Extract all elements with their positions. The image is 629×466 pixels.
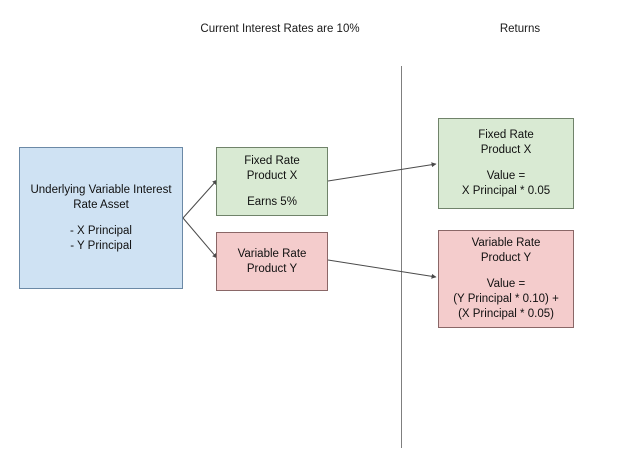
node-fixed-rate-product-x-return[interactable]: Fixed Rate Product X Value = X Principal…	[438, 118, 574, 209]
node-fixed-return-formula: X Principal * 0.05	[461, 185, 551, 197]
node-fixed-mid-earns: Earns 5%	[247, 195, 297, 208]
edge-underlying-to-variable	[182, 217, 218, 259]
node-variable-return-line-1: Variable Rate	[471, 237, 541, 249]
header-left-label: Current Interest Rates are 10%	[200, 23, 360, 35]
node-variable-mid-line-2: Product Y	[246, 262, 298, 275]
vertical-divider	[401, 66, 402, 448]
node-variable-rate-product-y-return[interactable]: Variable Rate Product Y Value = (Y Princ…	[438, 230, 574, 328]
node-underlying-variable-interest-rate-asset[interactable]: Underlying Variable Interest Rate Asset …	[19, 147, 183, 289]
node-underlying-y-principal: - Y Principal	[70, 239, 132, 252]
node-variable-rate-product-y[interactable]: Variable Rate Product Y	[216, 232, 328, 291]
edge-variable-to-variable-return	[327, 259, 437, 279]
edge-fixed-to-fixed-return	[327, 162, 437, 182]
node-variable-return-value-label: Value =	[486, 278, 526, 290]
node-underlying-line-1: Underlying Variable Interest	[30, 183, 172, 196]
node-fixed-return-value-label: Value =	[486, 170, 526, 182]
node-underlying-x-principal: - X Principal	[70, 224, 132, 237]
header-returns-label: Returns	[499, 23, 541, 35]
node-variable-return-line-2: Product Y	[480, 252, 532, 264]
node-fixed-return-line-2: Product X	[480, 144, 532, 156]
node-fixed-return-line-1: Fixed Rate	[478, 129, 534, 141]
node-fixed-rate-product-x[interactable]: Fixed Rate Product X Earns 5%	[216, 147, 328, 216]
edge-underlying-to-fixed	[182, 179, 218, 219]
node-fixed-mid-line-1: Fixed Rate	[244, 154, 300, 167]
node-variable-mid-line-1: Variable Rate	[237, 247, 307, 260]
node-variable-return-formula-2: (X Principal * 0.05)	[458, 308, 554, 320]
node-underlying-line-2: Rate Asset	[73, 198, 129, 211]
node-fixed-mid-line-2: Product X	[246, 169, 298, 182]
node-variable-return-formula-1: (Y Principal * 0.10) +	[453, 293, 559, 305]
